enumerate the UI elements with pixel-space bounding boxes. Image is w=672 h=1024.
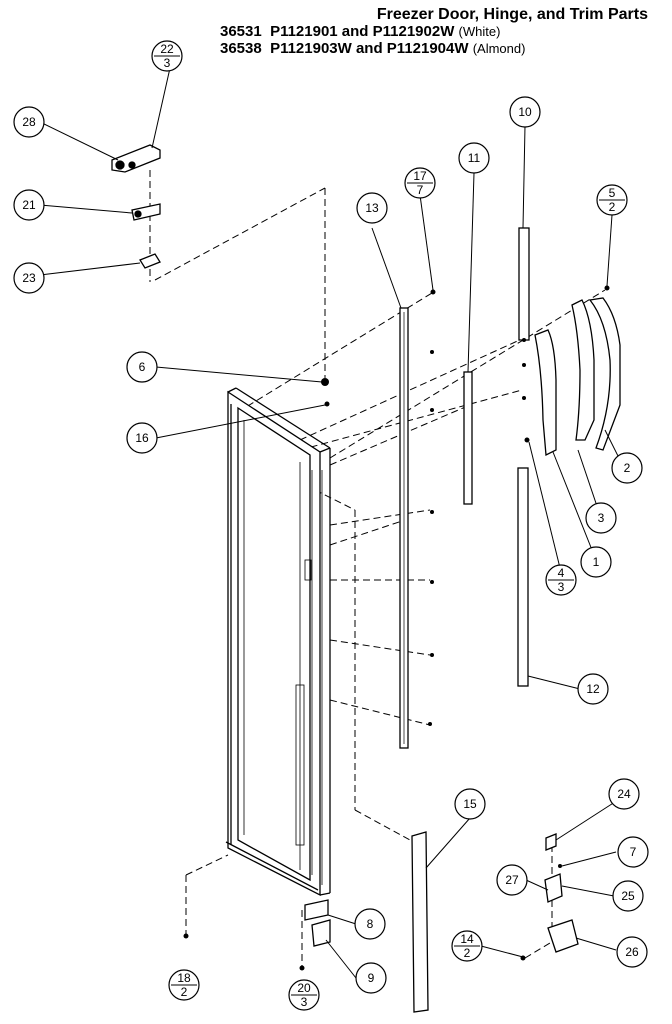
callout-14-top: 14 (460, 932, 474, 946)
callout-2: 2 (624, 461, 631, 475)
callout-18-bottom: 2 (181, 985, 188, 999)
door-frame (225, 387, 331, 897)
callout-circles (13, 40, 649, 1011)
screws (183, 285, 610, 971)
top-hinge-assembly (111, 144, 161, 269)
title-block: Freezer Door, Hinge, and Trim Parts 3653… (200, 6, 660, 57)
part-13-strip (399, 307, 409, 749)
part-3-trim (571, 299, 595, 441)
callout-5-top: 5 (609, 186, 616, 200)
callout-14-bottom: 2 (464, 946, 471, 960)
callout-4-top: 4 (558, 566, 565, 580)
callout-6: 6 (139, 360, 146, 374)
callout-13: 13 (365, 201, 379, 215)
callout-9: 9 (368, 971, 375, 985)
callout-22-top: 22 (160, 42, 174, 56)
part-1-trim (534, 329, 557, 457)
model-line-almond: 36538 P1121903W and P1121904W (Almond) (220, 40, 526, 57)
assembly-guide-lines (149, 170, 606, 968)
callout-1: 1 (593, 555, 600, 569)
callout-24: 24 (617, 787, 631, 801)
callout-28: 28 (22, 115, 36, 129)
part-12-strip (517, 467, 529, 687)
leader-lines (39, 67, 625, 979)
bottom-hinge-assembly (544, 833, 579, 953)
callout-20-bottom: 3 (301, 995, 308, 1009)
callout-17-top: 17 (413, 169, 427, 183)
callout-17-bottom: 7 (417, 183, 424, 197)
part-2-trim (588, 297, 621, 451)
callout-3: 3 (598, 511, 605, 525)
callout-11: 11 (468, 151, 481, 165)
callout-27: 27 (505, 873, 519, 887)
callout-21: 21 (22, 198, 36, 212)
callout-20-top: 20 (297, 981, 311, 995)
callout-labels: 28 21 23 22 3 6 16 13 17 7 11 10 5 2 2 3… (22, 42, 639, 1009)
part-15-strip (411, 831, 429, 1013)
callout-23: 23 (22, 271, 36, 285)
callout-25: 25 (621, 889, 635, 903)
part-11-strip (463, 371, 473, 505)
callout-7: 7 (630, 845, 637, 859)
callout-8: 8 (367, 917, 374, 931)
callout-5-bottom: 2 (609, 200, 616, 214)
part-10-strip (518, 227, 530, 341)
diagram-title: Freezer Door, Hinge, and Trim Parts (376, 6, 648, 23)
callout-26: 26 (625, 945, 639, 959)
callout-10: 10 (518, 105, 532, 119)
callout-12: 12 (586, 682, 600, 696)
callout-16: 16 (135, 431, 149, 445)
callout-15: 15 (463, 797, 477, 811)
fraction-bars (154, 55, 625, 996)
callout-22-bottom: 3 (164, 56, 171, 70)
callout-18-top: 18 (177, 971, 191, 985)
callout-4-bottom: 3 (558, 580, 565, 594)
bottom-bracket (304, 899, 331, 947)
model-line-white: 36531 P1121901 and P1121902W (White) (220, 23, 501, 40)
